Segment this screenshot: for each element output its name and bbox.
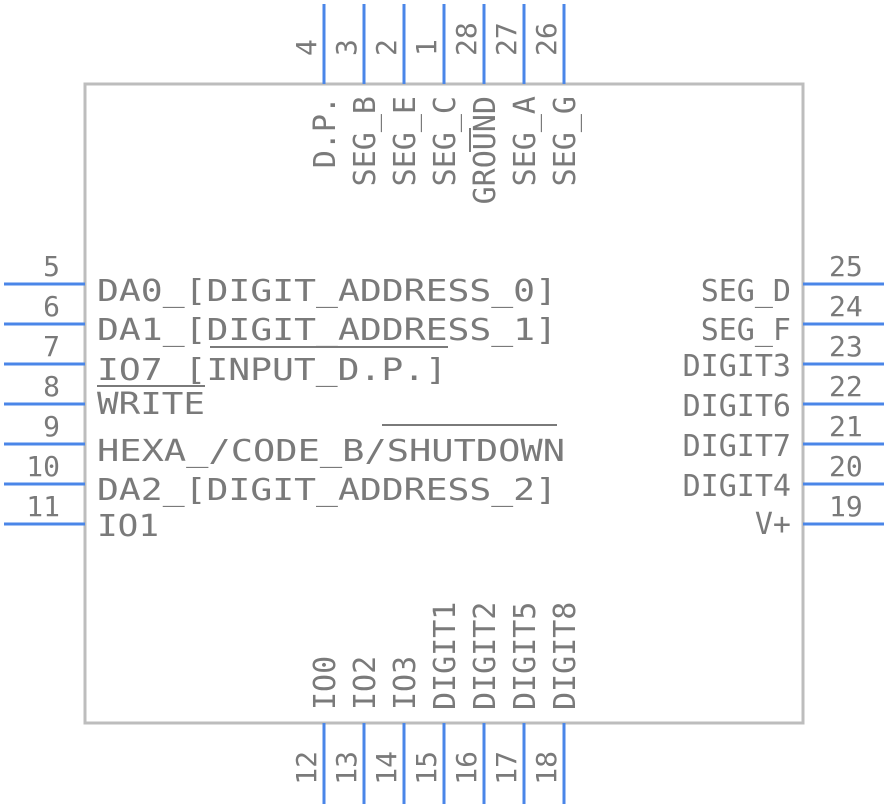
pin-number: 28 xyxy=(450,22,483,56)
pin-number: 9 xyxy=(43,410,60,443)
pin-name: IO7_[INPUT_D.P.] xyxy=(97,353,447,388)
pin-name: DIGIT5 xyxy=(508,602,543,710)
pin-number: 17 xyxy=(490,751,523,785)
pin-number: 27 xyxy=(490,22,523,56)
pin-number: 26 xyxy=(530,22,563,56)
pin-name: DIGIT7 xyxy=(683,429,791,464)
pin-name: SEG_E xyxy=(388,96,423,186)
pin-number: 3 xyxy=(330,39,363,56)
pin-name: SEG_G xyxy=(548,96,583,186)
pin-name: IO1 xyxy=(97,509,159,544)
pin-name: DIGIT1 xyxy=(428,602,463,710)
pin-name: DIGIT2 xyxy=(468,602,503,710)
pin-number: 22 xyxy=(829,370,863,403)
pin-name: DIGIT4 xyxy=(683,469,791,504)
top-pins: 4 3 2 1 28 27 26 D.P. SEG_B SEG_E SEG_C … xyxy=(290,4,583,204)
pin-number: 1 xyxy=(410,39,443,56)
pin-number: 25 xyxy=(829,250,863,283)
pin-name: IO0 xyxy=(308,656,343,710)
pin-name: DA1_[DIGIT_ADDRESS_1] xyxy=(97,313,557,348)
pin-number: 4 xyxy=(290,39,323,56)
pin-number: 2 xyxy=(370,39,403,56)
pin-name: D.P. xyxy=(308,96,343,168)
pin-name: DA0_[DIGIT_ADDRESS_0] xyxy=(97,274,557,309)
pin-number: 15 xyxy=(410,751,443,785)
pin-name: SEG_F xyxy=(701,313,791,348)
pin-name: DA2_[DIGIT_ADDRESS_2] xyxy=(97,473,557,508)
pin-name: SEG_B xyxy=(348,96,383,186)
pin-name: IO3 xyxy=(388,656,423,710)
pin-number: 19 xyxy=(829,490,863,523)
pin-name: IO2 xyxy=(348,656,383,710)
pin-name: DIGIT8 xyxy=(548,602,583,710)
pin-number: 23 xyxy=(829,330,863,363)
pin-name: SEG_D xyxy=(701,274,791,309)
pin-name: V+ xyxy=(755,507,791,542)
pin-name: SEG_C xyxy=(428,96,463,186)
left-pins: 5 6 7 8 9 10 11 DA0_[DIGIT_ADDRESS_0] DA… xyxy=(4,250,565,544)
ic-body xyxy=(83,82,805,725)
pin-number: 16 xyxy=(450,751,483,785)
pin-number: 12 xyxy=(290,751,323,785)
pin-number: 6 xyxy=(43,290,60,323)
pin-name: DIGIT3 xyxy=(683,349,791,384)
pin-number: 18 xyxy=(530,751,563,785)
pin-number: 24 xyxy=(829,290,863,323)
bottom-pins: 12 13 14 15 16 17 18 IO0 IO2 IO3 DIGIT1 … xyxy=(290,602,583,804)
pin-name: WRITE xyxy=(97,387,205,422)
pin-name: DIGIT6 xyxy=(683,389,791,424)
pin-number: 11 xyxy=(26,490,60,523)
pin-number: 5 xyxy=(43,250,60,283)
pin-number: 21 xyxy=(829,410,863,443)
pin-number: 7 xyxy=(43,330,60,363)
pin-name: HEXA_/CODE_B/SHUTDOWN xyxy=(97,434,565,469)
pin-name: SEG_A xyxy=(508,96,543,186)
pin-number: 8 xyxy=(43,370,60,403)
pin-number: 20 xyxy=(829,450,863,483)
pin-number: 14 xyxy=(370,751,403,785)
right-pins: 25 24 23 22 21 20 19 SEG_D SEG_F DIGIT3 … xyxy=(683,250,884,542)
pin-number: 13 xyxy=(330,751,363,785)
pin-name: GROUND xyxy=(468,96,503,204)
pin-number: 10 xyxy=(26,450,60,483)
